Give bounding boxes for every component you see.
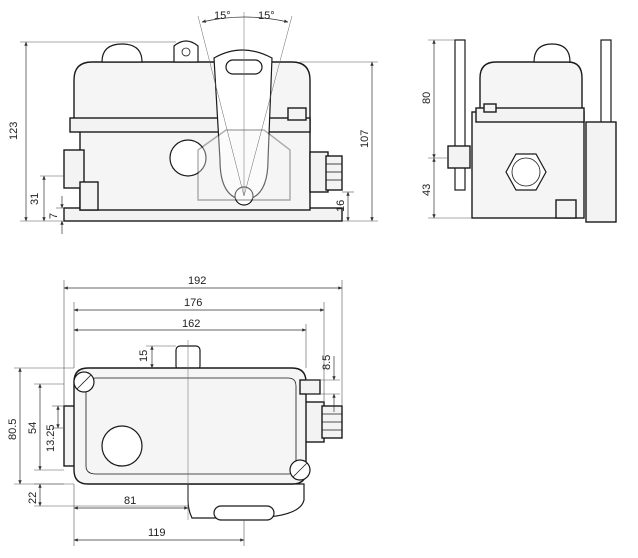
side-knob [447, 145, 471, 169]
top-dim-192: 192 [188, 275, 206, 287]
top-dim-22: 22 [27, 492, 39, 504]
top-dim-8-5: 8.5 [321, 355, 333, 370]
front-dome-icon [101, 43, 143, 63]
side-view: 80 43 [421, 39, 617, 223]
top-right-gland [303, 401, 325, 443]
front-right-gland [309, 151, 329, 193]
front-angle-right-label: 15° [258, 10, 275, 22]
top-dim-81: 81 [124, 495, 136, 507]
front-dim-31: 31 [29, 193, 41, 205]
top-window [101, 425, 143, 467]
top-body [73, 367, 307, 485]
front-dim-7: 7 [48, 213, 60, 219]
front-angle-left-label: 15° [214, 10, 231, 22]
side-dome-icon [533, 43, 571, 63]
side-dim-43: 43 [421, 184, 433, 196]
front-lid-rim [69, 117, 311, 133]
top-dim-13-25: 13.25 [45, 424, 57, 452]
top-lever-slot [213, 505, 275, 521]
top-dim-119: 119 [148, 527, 166, 539]
front-left-gland [63, 149, 85, 189]
side-hex-icon [505, 153, 547, 191]
front-dim-16: 16 [335, 200, 347, 212]
top-dim-176: 176 [184, 297, 202, 309]
top-dim-80-5: 80.5 [7, 419, 19, 440]
top-dim-162: 162 [182, 318, 200, 330]
front-lift-eye [173, 40, 199, 63]
side-lever-left [454, 39, 466, 191]
front-dim-123: 123 [8, 122, 20, 140]
front-lid [73, 61, 311, 121]
top-dim-15: 15 [138, 350, 150, 362]
front-knob [169, 139, 207, 177]
top-dim-54: 54 [27, 422, 39, 434]
front-view: 15° 15° 123 31 7 107 16 [8, 10, 378, 234]
side-cover [585, 121, 617, 223]
top-view: 192 176 162 15 8.5 80.5 54 13.25 [7, 275, 343, 546]
front-lever [213, 49, 273, 201]
front-dim-107: 107 [359, 130, 371, 148]
side-dim-80: 80 [421, 92, 433, 104]
